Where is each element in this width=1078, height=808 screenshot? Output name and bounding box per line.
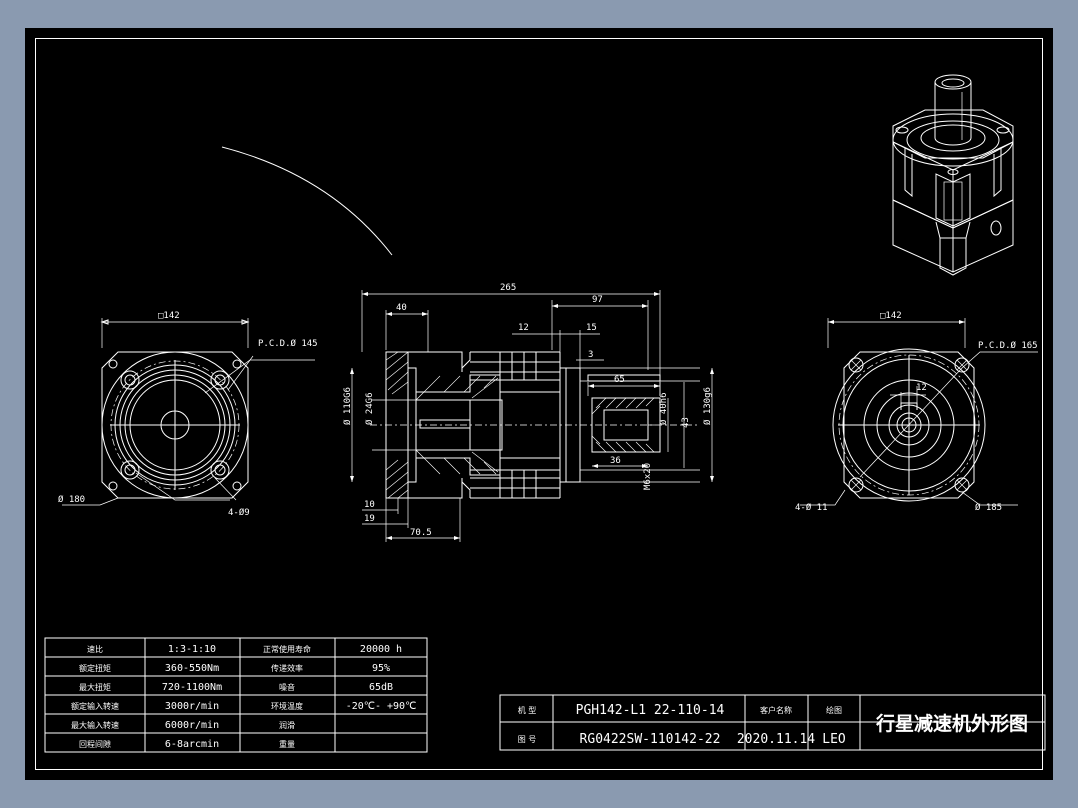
drawing-border-frame [35, 38, 1043, 770]
